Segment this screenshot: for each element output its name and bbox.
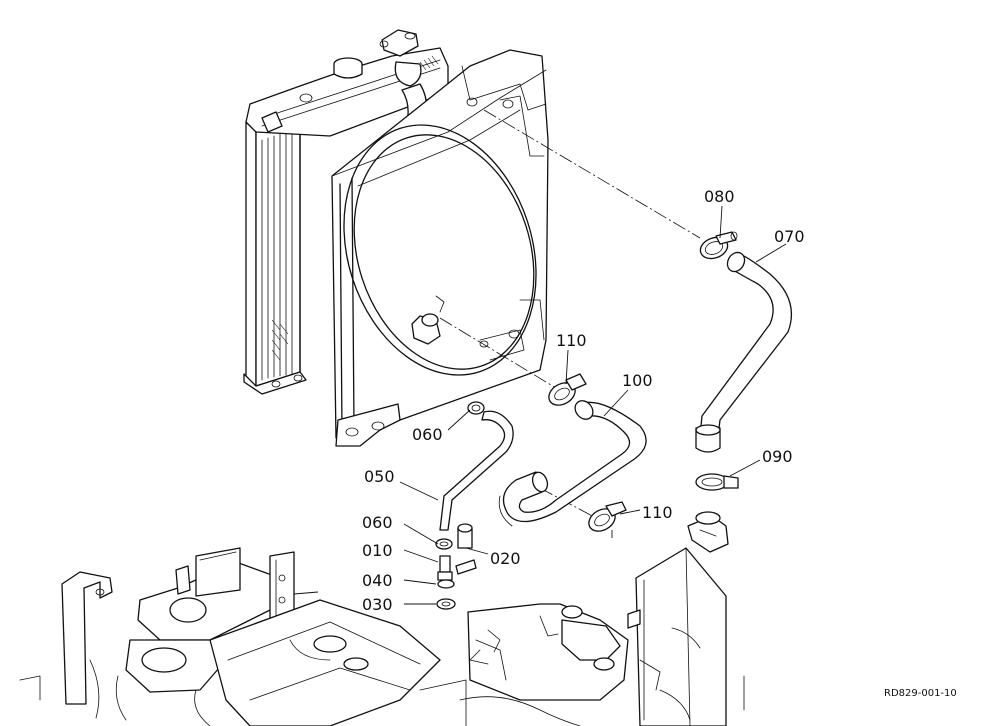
label-040: 040 [362,571,393,590]
hose-clamp-090 [695,473,739,491]
label-010: 010 [362,541,393,560]
hose-clamp-080 [699,231,738,260]
fan-shroud [331,49,549,447]
label-080: 080 [704,187,735,206]
label-060-lower: 060 [362,513,393,532]
label-020: 020 [490,549,521,568]
drain-cock-010 [437,555,453,581]
water-pump-outlet [687,511,729,553]
label-100: 100 [622,371,653,390]
gasket-040 [437,579,455,589]
label-030: 030 [362,595,393,614]
leader-lines [399,205,787,605]
hose-clamp-060-lower [435,538,453,550]
hose-clamp-060-upper [467,401,485,415]
label-060-upper: 060 [412,425,443,444]
radiator [243,29,449,395]
upper-radiator-hose [695,251,792,453]
label-070: 070 [774,227,805,246]
plug-020 [455,523,477,575]
label-090: 090 [762,447,793,466]
hose-clamp-110-lower [588,501,627,532]
part-labels: 080 070 110 100 060 090 050 110 060 010 … [362,187,805,614]
hose-clamp-110-upper [548,373,587,406]
washer-030 [436,598,456,610]
label-050: 050 [364,467,395,486]
label-110-upper: 110 [556,331,587,350]
drain-hose-050 [439,410,514,531]
lower-radiator-hose [498,400,647,527]
drawing-reference-code: RD829-001-10 [884,688,957,699]
label-110-lower: 110 [642,503,673,522]
tractor-frame [19,547,745,726]
